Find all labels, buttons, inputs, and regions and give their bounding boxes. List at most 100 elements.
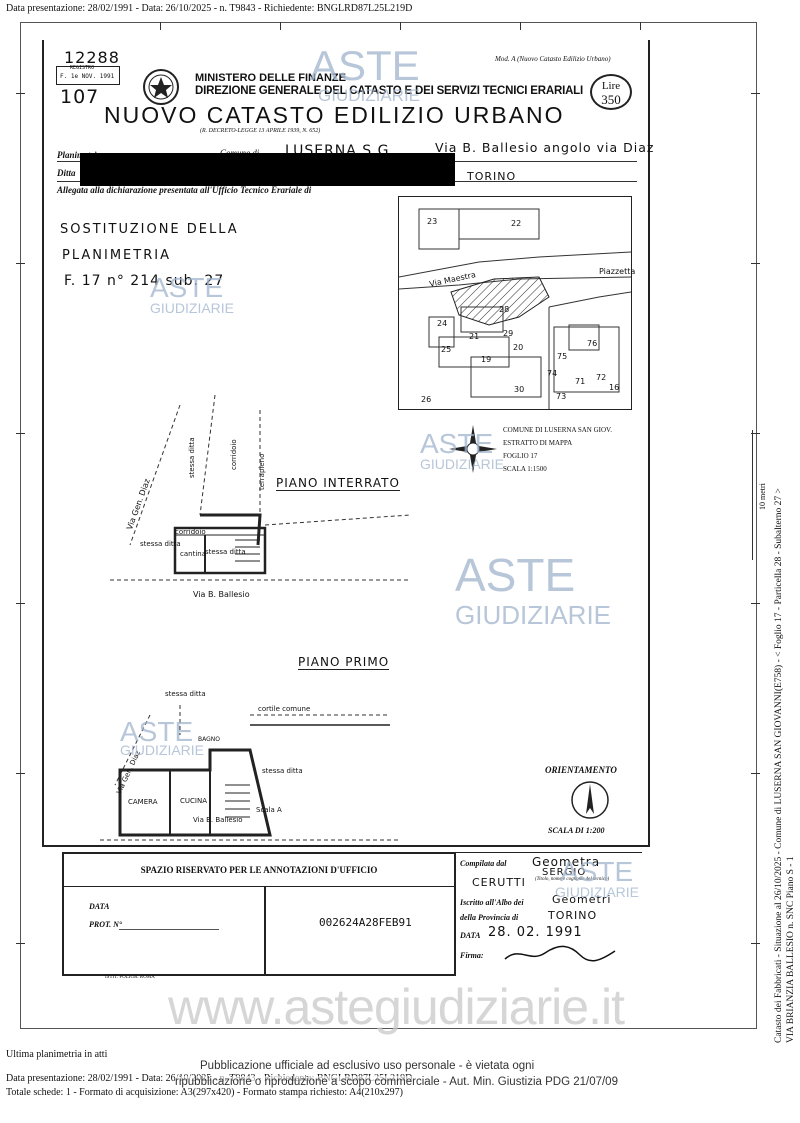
- plan-label: cantina: [180, 550, 206, 558]
- watermark-aste-5: ASTE: [120, 716, 194, 747]
- stamp-label: REGISTRO: [70, 65, 95, 71]
- compass-rose-icon: [447, 423, 499, 475]
- compiler-name: SERGIO: [542, 867, 587, 878]
- interrato-plan: [110, 385, 411, 605]
- direction-title: DIREZIONE GENERALE DEL CATASTO E DEI SER…: [195, 85, 583, 97]
- plan-label: BAGNO: [198, 736, 220, 743]
- plan-label: corridoio: [175, 528, 206, 536]
- footer-notice-1: Pubblicazione ufficiale ad esclusivo uso…: [200, 1060, 535, 1072]
- compiler-hint: (Titolo, nome e cognome del tecnico): [535, 877, 610, 882]
- albo-label: Iscritto all'Albo dei: [460, 898, 524, 907]
- watermark-giudiziarie-4: GIUDIZIARIE: [455, 600, 612, 630]
- orientation-label: ORIENTAMENTO: [545, 765, 617, 775]
- map-legend-line: ESTRATTO DI MAPPA: [503, 439, 573, 447]
- plan-label: cortile comune: [258, 705, 311, 713]
- map-label: 21: [469, 332, 480, 341]
- watermark-aste-4: ASTE: [455, 549, 576, 601]
- watermark-aste-6: ASTE: [560, 856, 634, 887]
- side-line-2: VIA BRIANZIA BALLESIO n. SNC Piano S - 1: [786, 856, 796, 1043]
- watermark-aste-1: ASTE: [310, 42, 420, 89]
- compiler-surname: CERUTTI: [472, 876, 526, 889]
- emblem-icon: [142, 68, 180, 106]
- plan-label: Via B. Ballesio: [193, 816, 243, 824]
- stamp-box: [56, 66, 120, 85]
- map-label: 76: [587, 339, 598, 348]
- price-label: Lire: [601, 80, 621, 92]
- prov-label: della Provincia di: [460, 913, 519, 922]
- map-legend-line: COMUNE DI LUSERNA SAN GIOV.: [503, 426, 612, 434]
- form-model: Mod. A (Nuovo Catasto Edilizio Urbano): [495, 55, 611, 63]
- note-line-2: PLANIMETRIA: [62, 248, 171, 263]
- plan-label: corridoio: [230, 439, 238, 470]
- signature-icon: [504, 945, 616, 962]
- office-prot-label: PROT. N°: [89, 920, 123, 929]
- plan-label: stessa ditta: [165, 690, 206, 698]
- compiler-role: Geometra: [532, 855, 601, 869]
- sign-label: Firma:: [460, 951, 484, 960]
- decree-text: (R. DECRETO-LEGGE 13 APRILE 1939, N. 652…: [200, 128, 321, 134]
- footer-notice-2: ripubblicazione o riproduzione a scopo c…: [175, 1076, 618, 1088]
- map-label: 73: [556, 392, 567, 401]
- footer-line-b: Totale schede: 1 - Formato di acquisizio…: [6, 1087, 403, 1098]
- office-data-label: DATA: [89, 902, 110, 911]
- plan-label: stessa ditta: [140, 540, 181, 548]
- row-allegata-label: Allegata alla dichiarazione presentata a…: [57, 185, 312, 195]
- office-prot-stamp: 002624A28FEB91: [319, 916, 412, 929]
- map-label: 20: [513, 343, 524, 352]
- date-value: 28. 02. 1991: [488, 925, 583, 940]
- row-planimetria-label: Planimetria: [57, 150, 102, 160]
- north-arrow-icon: [570, 780, 610, 820]
- primo-plan: [100, 675, 400, 845]
- compiler-block: Compilata dal Geometra SERGIO CERUTTI (T…: [460, 855, 640, 965]
- stamp-number: 12288: [64, 48, 120, 67]
- print-code: ISTIT. POLIGR. ROMA: [105, 975, 155, 980]
- stamp-date: F. 1e NOV. 1991: [60, 73, 115, 80]
- plan-sheet: [42, 40, 650, 847]
- map-label: 23: [427, 217, 438, 226]
- watermark-giudiziarie-6: GIUDIZIARIE: [555, 884, 640, 900]
- redaction-bar: [80, 153, 455, 186]
- map-label: 74: [547, 369, 558, 378]
- map-legend-line: FOGLIO 17: [503, 452, 538, 460]
- row-ditta-label: Ditta: [57, 168, 76, 178]
- watermark-giudiziarie-5: GIUDIZIARIE: [120, 742, 205, 758]
- outer-frame: [16, 22, 760, 1029]
- price-value: 350: [601, 92, 621, 107]
- watermark-giudiziarie-2: GIUDIZIARIE: [150, 300, 235, 316]
- plan-label: Scala A: [256, 806, 282, 814]
- note-line-1: SOSTITUZIONE DELLA: [60, 222, 239, 237]
- prov-value: TORINO: [548, 909, 598, 922]
- province-value: TORINO: [467, 170, 517, 183]
- compiler-label: Compilata dal: [460, 859, 507, 868]
- map-label: 72: [596, 373, 607, 382]
- stamp-handwritten: 107: [60, 86, 100, 108]
- watermark-giudiziarie-1: GIUDIZIARIE: [318, 86, 421, 105]
- map-label: 29: [503, 329, 514, 338]
- office-box: SPAZIO RISERVATO PER LE ANNOTAZIONI D'UF…: [62, 852, 456, 976]
- primo-title: PIANO PRIMO: [298, 655, 390, 670]
- map-legend-line: SCALA 1:1500: [503, 465, 547, 473]
- map-label: 75: [557, 352, 568, 361]
- interrato-title: PIANO INTERRATO: [276, 476, 400, 491]
- main-title: NUOVO CATASTO EDILIZIO URBANO: [104, 102, 565, 128]
- albo-value: Geometri: [552, 893, 612, 906]
- watermark-giudiziarie-3: GIUDIZIARIE: [420, 456, 505, 472]
- map-label: 24: [437, 319, 448, 328]
- plan-label: CAMERA: [128, 798, 158, 806]
- side-line-1: Catasto dei Fabbricati - Situazione al 2…: [774, 488, 784, 1043]
- map-label: 19: [481, 355, 492, 364]
- footer-last-plan: Ultima planimetria in atti: [6, 1049, 108, 1060]
- map-label: 26: [421, 395, 432, 404]
- watermark-site: www.astegiudiziarie.it: [168, 979, 625, 1035]
- watermark-aste-2: ASTE: [150, 272, 224, 303]
- header-line: Data presentazione: 28/02/1991 - Data: 2…: [6, 3, 413, 14]
- map-label: 30: [514, 385, 525, 394]
- address-value: Via B. Ballesio angolo via Diaz: [435, 140, 655, 155]
- map-label: 28: [499, 305, 510, 314]
- note-line-3: F. 17 n° 214 sub. 27: [64, 273, 225, 289]
- map-label: 22: [511, 219, 522, 228]
- map-label: 25: [441, 345, 452, 354]
- date-label: DATA: [460, 931, 481, 940]
- plan-label: Via B. Ballesio: [193, 590, 250, 599]
